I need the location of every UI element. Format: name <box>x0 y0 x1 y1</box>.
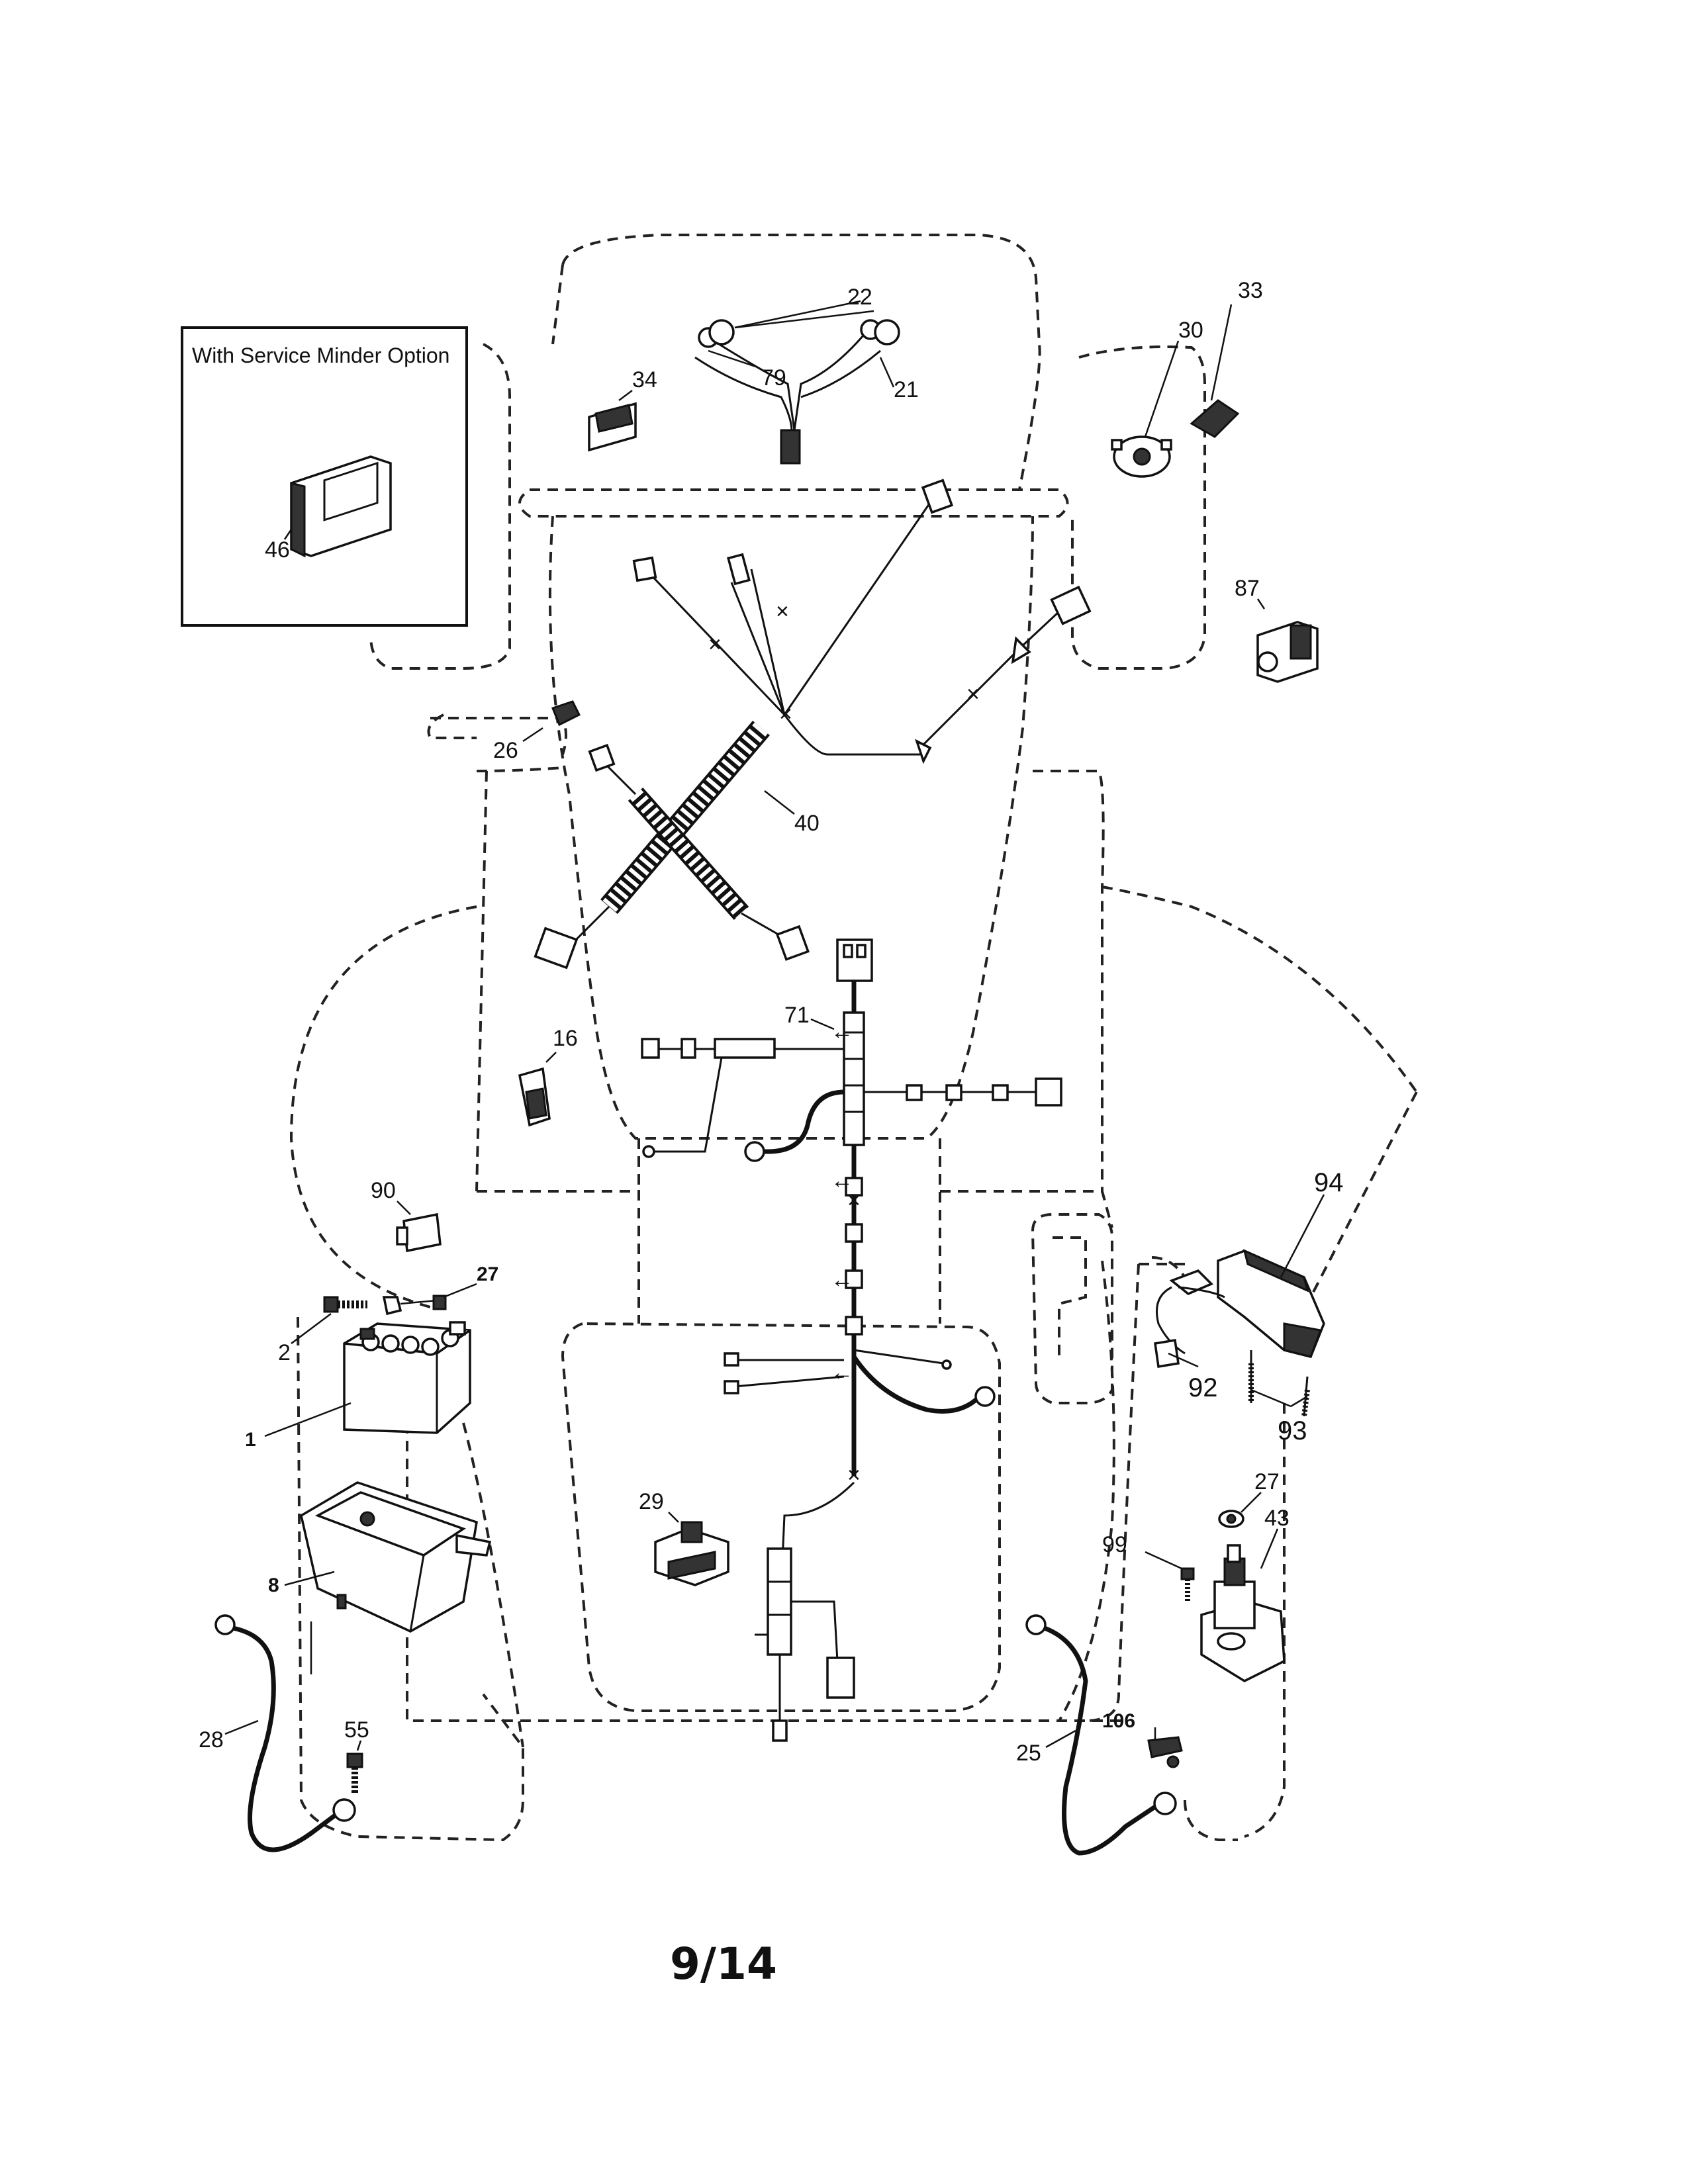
positive-cable <box>1025 1614 1177 1856</box>
main-wire-harness: × × × × <box>534 478 1092 970</box>
battery-tray <box>300 1481 492 1633</box>
center-wire-harness: ← ← ← ← × × <box>641 938 1062 1742</box>
callout-71: 71 <box>784 1003 810 1028</box>
fuse-holder <box>551 700 581 727</box>
callout-90: 90 <box>371 1178 396 1203</box>
plug-90 <box>396 1212 442 1253</box>
starter-solenoid <box>1200 1510 1286 1683</box>
callout-43: 43 <box>1264 1506 1289 1531</box>
ignition-switch <box>1111 435 1172 478</box>
callout-21: 21 <box>894 377 919 402</box>
callout-27a: 27 <box>477 1263 498 1285</box>
callout-16: 16 <box>553 1026 578 1051</box>
callout-28: 28 <box>199 1727 224 1752</box>
svg-text:×: × <box>847 1188 861 1213</box>
callout-94: 94 <box>1314 1168 1344 1197</box>
callout-99: 99 <box>1102 1532 1127 1557</box>
callout-106: 106 <box>1102 1710 1135 1732</box>
callout-27b: 27 <box>1254 1469 1280 1494</box>
callout-1: 1 <box>245 1429 256 1451</box>
callout-26: 26 <box>493 738 518 763</box>
svg-text:←: ← <box>831 1267 853 1293</box>
ground-cable <box>214 1614 356 1852</box>
headlight-assembly <box>694 300 900 465</box>
battery <box>343 1321 471 1434</box>
callout-33: 33 <box>1238 278 1263 303</box>
callout-40: 40 <box>794 811 820 836</box>
service-minder-display <box>290 455 392 558</box>
callout-55: 55 <box>344 1717 369 1743</box>
svg-text:←: ← <box>831 1168 853 1193</box>
callout-8: 8 <box>268 1574 279 1596</box>
battery-bolt <box>323 1295 447 1316</box>
svg-text:×: × <box>708 632 722 657</box>
chassis-outline <box>289 234 1418 1842</box>
callout-87: 87 <box>1235 576 1260 601</box>
solenoid-bolt <box>1180 1567 1195 1602</box>
callout-92: 92 <box>1188 1373 1218 1402</box>
svg-text:←: ← <box>831 1019 853 1044</box>
page-number: 9/14 <box>670 1938 777 1989</box>
callout-2: 2 <box>278 1340 291 1365</box>
svg-text:×: × <box>779 702 792 727</box>
cable-clip <box>1147 1736 1183 1768</box>
callout-34: 34 <box>632 367 657 392</box>
callout-46: 46 <box>265 537 290 563</box>
callout-29: 29 <box>639 1489 664 1514</box>
battery-bolt-55 <box>346 1752 363 1794</box>
service-minder-inset: With Service Minder Option 46 <box>181 326 468 627</box>
callout-25: 25 <box>1016 1741 1041 1766</box>
control-module <box>1154 1249 1325 1417</box>
svg-text:×: × <box>966 682 980 707</box>
inset-title: With Service Minder Option <box>192 343 449 367</box>
pto-switch <box>1256 621 1319 683</box>
callout-79: 79 <box>761 365 786 390</box>
svg-text:×: × <box>847 1463 861 1488</box>
callout-93: 93 <box>1278 1416 1307 1445</box>
svg-text:←: ← <box>831 1360 853 1385</box>
relay <box>518 1067 551 1127</box>
svg-text:×: × <box>776 599 789 624</box>
seat-switch <box>654 1521 729 1586</box>
light-switch <box>588 402 637 452</box>
callout-30: 30 <box>1178 318 1203 343</box>
ignition-key <box>1190 399 1240 438</box>
callout-22: 22 <box>847 285 872 310</box>
